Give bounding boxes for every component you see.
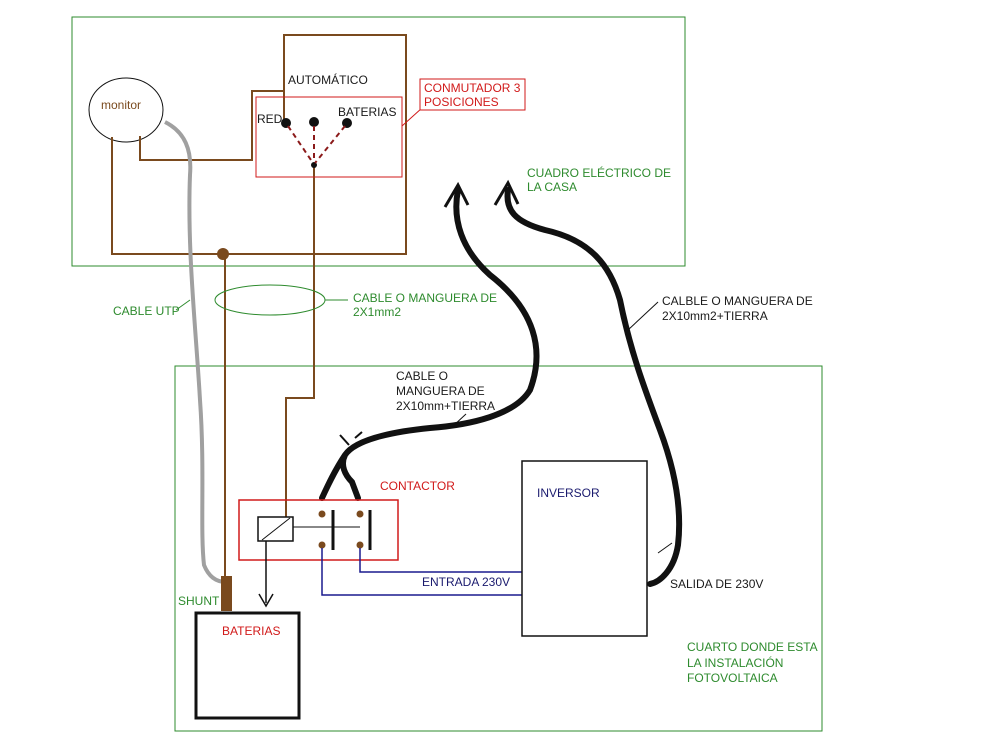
cable-center-label-3: 2X10mm+TIERRA <box>396 399 495 413</box>
conmutador-label-box <box>419 78 526 111</box>
cuarto-label-1: CUARTO DONDE ESTA <box>687 640 818 654</box>
commutator-pivot <box>311 162 317 168</box>
baterias-switch-label: BATERIAS <box>338 105 396 119</box>
house-arrow-left <box>443 181 470 208</box>
automatico-label: AUTOMÁTICO <box>288 72 368 87</box>
contact-baterias <box>342 118 352 128</box>
commutator-box <box>255 96 403 178</box>
pv-room-box <box>174 365 823 732</box>
utp-cable <box>164 120 227 584</box>
cable-utp-label: CABLE UTP <box>113 304 180 318</box>
monitor-circle <box>88 77 164 143</box>
cable-2x1-ellipse <box>214 284 326 316</box>
inversor-label: INVERSOR <box>537 486 600 500</box>
house-panel-box <box>71 16 686 267</box>
contact-auto <box>309 117 319 127</box>
cuadro-label-2: LA CASA <box>527 180 577 194</box>
cable-to-contactor <box>319 187 540 501</box>
brown-control-wires <box>111 34 407 578</box>
cuadro-label-1: CUADRO ELÉCTRICO DE <box>527 165 671 180</box>
terminal-bottom-left <box>318 541 326 549</box>
calble-callout <box>627 301 659 331</box>
baterias-box <box>194 611 301 720</box>
cable-center-label-1: CABLE O <box>396 369 448 383</box>
terminal-top-left <box>318 510 326 518</box>
salida-callout <box>657 542 673 554</box>
shunt-block <box>221 576 232 611</box>
utp-callout <box>175 299 191 311</box>
entrada-wires <box>321 548 522 596</box>
cable-2x1-label-2: 2X1mm2 <box>353 305 401 319</box>
entrada-label: ENTRADA 230V <box>422 575 510 589</box>
shunt-label: SHUNT <box>178 594 220 608</box>
contactor-box <box>238 499 399 561</box>
baterias-label: BATERIAS <box>222 624 280 638</box>
conmutador-callout <box>401 107 423 127</box>
red-label: RED <box>257 112 283 126</box>
cuarto-label-2: LA INSTALACIÓN <box>687 655 783 670</box>
cable-center-label-2: MANGUERA DE <box>396 384 485 398</box>
commutator-dashes <box>287 125 346 164</box>
conmutador-label-2: POSICIONES <box>424 95 499 109</box>
cable-2x1-label-1: CABLE O MANGUERA DE <box>353 291 497 305</box>
calble-label-2: 2X10mm2+TIERRA <box>662 309 768 323</box>
contactor-label: CONTACTOR <box>380 479 455 493</box>
conmutador-label-1: CONMUTADOR 3 <box>424 81 521 95</box>
cable-to-contactor-tail <box>339 431 363 446</box>
junction-dot <box>217 248 229 260</box>
terminal-bottom-right <box>356 541 364 549</box>
coil-diagonal <box>261 517 291 541</box>
center-callout <box>451 413 467 428</box>
coil-arrow-head <box>258 593 274 608</box>
house-arrow-right <box>493 179 520 206</box>
monitor-label: monitor <box>101 98 141 112</box>
contact-red <box>281 118 291 128</box>
cuarto-label-3: FOTOVOLTAICA <box>687 671 778 685</box>
terminal-top-right <box>356 510 364 518</box>
cable-salida <box>504 187 683 587</box>
calble-label-1: CALBLE O MANGUERA DE <box>662 294 813 308</box>
inversor-box <box>521 460 648 637</box>
salida-label: SALIDA DE 230V <box>670 577 763 591</box>
